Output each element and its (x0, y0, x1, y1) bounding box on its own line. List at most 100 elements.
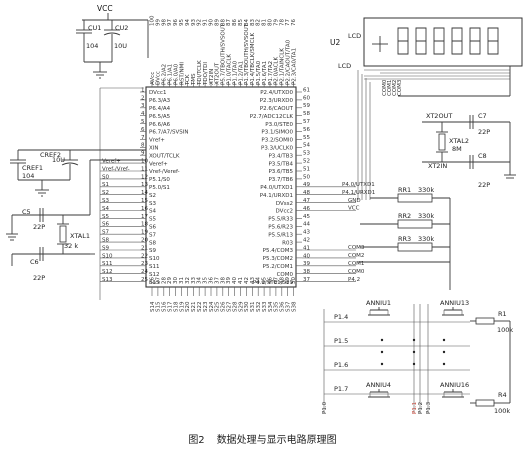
u2-bottom-pin-number: 39 (226, 277, 232, 284)
u2-top-pin-number: 91 (203, 19, 209, 26)
right-net-label: P4.1/URXD1 (342, 190, 375, 196)
left-net-label: S4 (102, 206, 109, 212)
u2-left-pin-number: 23 (141, 261, 148, 267)
u2-top-pin-label: P1.7/TA2 (268, 61, 274, 85)
u2-top-pin-label: P1.1/TA0 (232, 60, 238, 85)
u2-right-pin-label: P2.6/CAOUT (260, 106, 294, 112)
u2-left-pin-label: P6.6/A6 (149, 122, 171, 128)
u2-right-pin-number: 60 (303, 95, 310, 101)
u2-bottom-pin-label: S26 (221, 301, 227, 312)
u2-label: U2 (330, 38, 340, 47)
figure-number: 图2 (188, 435, 205, 446)
u2-bottom-pin-label: S18 (173, 301, 179, 312)
key-dot (442, 338, 446, 342)
u2-right-pin-number: 59 (303, 103, 310, 109)
u2-right-pin-number: 46 (303, 206, 310, 212)
u2-right-pin-label: P3.2/SOMI0 (261, 138, 293, 144)
u2-left-pin-label: S3 (149, 201, 156, 207)
left-net-label: S7 (102, 230, 109, 236)
u2-bottom-pin-number: 40 (232, 277, 238, 284)
u2-left-pin-label: S8 (149, 240, 156, 246)
key-row-label: P1.5 (334, 337, 348, 345)
u2-top-pin-label: P1.4/TBCLK/SMCLK (250, 33, 256, 85)
u2-bottom-pin-label: S21 (191, 302, 197, 313)
u2-left-pin-number: 8 (141, 143, 145, 149)
u2-bottom-pin-label: S20 (185, 301, 191, 312)
u2-right-pin-label: P3.0/STE0 (265, 122, 293, 128)
lcd-com-label: COM1 (387, 80, 393, 96)
u2-top-pin-label: XT2IN (209, 69, 215, 85)
key-dot (442, 362, 446, 366)
u2-left-pin-number: 16 (141, 206, 148, 212)
left-net-label: S5 (102, 214, 109, 220)
u2-bottom-pin-number: 28 (161, 277, 167, 284)
u2-body (145, 86, 297, 288)
u2-left-pin-label: P5.1/S0 (149, 177, 170, 183)
rr-name: RR1 (398, 186, 411, 194)
right-bus-nets: P4.0/UTXD1P4.1/URXD1GNDVCCCOM3COM2COM1CO… (302, 182, 375, 283)
xt2out-label: XT2OUT (426, 112, 452, 120)
u2-bottom-pin-number: 26 (150, 277, 156, 284)
u2-bottom-pin-label: S29 (238, 301, 244, 312)
u2-right-pin-label: P2.4/UTXD0 (260, 90, 293, 96)
u2-bottom-pin-number: 36 (209, 277, 215, 284)
r1-label: R1 (498, 310, 507, 318)
u2-left-pin-number: 19 (141, 230, 148, 236)
u2-left-pin-number: 7 (141, 135, 145, 141)
cu2-label: CU2 (115, 24, 128, 32)
u2-left-pin-number: 12 (141, 174, 148, 180)
u2-left-pin-number: 13 (141, 182, 148, 188)
u2-left-pin-label: XIN (149, 146, 159, 152)
vcc-label: VCC (97, 4, 113, 13)
u2-right-pin-number: 49 (303, 182, 310, 188)
lcd-com-label: COM2 (392, 80, 398, 96)
left-net-label: S13 (102, 277, 113, 283)
u2-bottom-pin-number: 38 (220, 277, 226, 284)
u2-left-pin-number: 22 (141, 253, 148, 259)
u2-top-pin-number: 98 (161, 19, 167, 26)
u2-top-pin-number: 94 (185, 19, 191, 26)
lcd-digits (397, 27, 499, 55)
left-net-label: S0 (102, 174, 109, 180)
u2-right-pin-number: 44 (303, 222, 310, 228)
u2-bottom-pin-label: S17 (168, 301, 174, 312)
rr-name: RR2 (398, 212, 411, 220)
u2-left-pin-number: 2 (141, 95, 145, 101)
key-dot (412, 350, 416, 354)
u2-right-pin-label: P3.3/UCLK0 (261, 146, 293, 152)
key-col-label: P1.3 (426, 401, 432, 414)
lcd-label-top: LCD (348, 32, 361, 40)
left-net-label: S10 (102, 253, 113, 259)
u2-right-pin-label: COM0 (277, 272, 294, 278)
u2-right-pin-number: 47 (303, 198, 310, 204)
left-net-label: S2 (102, 190, 109, 196)
right-net-label: P4.0/UTXD1 (342, 182, 375, 188)
u2-top-pin-label: TDI/TCLK (197, 60, 203, 86)
u2-top-pin-number: 86 (232, 19, 238, 26)
u2-top-pin-label: P1.0/TACLK (227, 54, 233, 85)
u2-left-pin-label: S11 (149, 264, 160, 270)
u2-top-pin-label: P2.0/ACLK (274, 57, 280, 85)
u2-top-pin-label: P1.3/TBOUTH/SVSOUT (244, 23, 250, 85)
u2-left-pin-label: S9 (149, 248, 156, 254)
u2-bottom-pin-label: S22 (197, 302, 203, 313)
u2-bottom-pin-number: 27 (155, 277, 161, 284)
u2-right-pin-number: 56 (303, 127, 310, 133)
u2-top-pin-number: 82 (256, 19, 262, 26)
u2-left-pin-label: P6.3/A3 (149, 98, 171, 104)
key-row-label: P1.7 (334, 385, 348, 393)
c5-value: 22P (33, 223, 45, 231)
u2-top-pin-label: P1.2/TA1 (238, 61, 244, 85)
u2-right-pin-label: P2.7/ADC12CLK (250, 114, 294, 120)
left-net-label: S12 (102, 269, 113, 275)
lcd-digit (451, 27, 463, 55)
u2-bottom-pin-label: S35 (274, 301, 280, 312)
u2-right-pin-number: 48 (303, 190, 310, 196)
cref1-label: CREF1 (22, 164, 43, 172)
c8-value: 22P (478, 181, 490, 189)
u2-left-pin-number: 24 (141, 269, 148, 275)
key-dots (380, 338, 446, 366)
u2-top-pin-label: P2.2/CAOUT/TA0 (286, 39, 292, 85)
key-dot (442, 350, 446, 354)
u2-chip: U2 DVcc11P6.3/A32P6.4/A43P6.5/A54P6.6/A6… (140, 15, 340, 312)
